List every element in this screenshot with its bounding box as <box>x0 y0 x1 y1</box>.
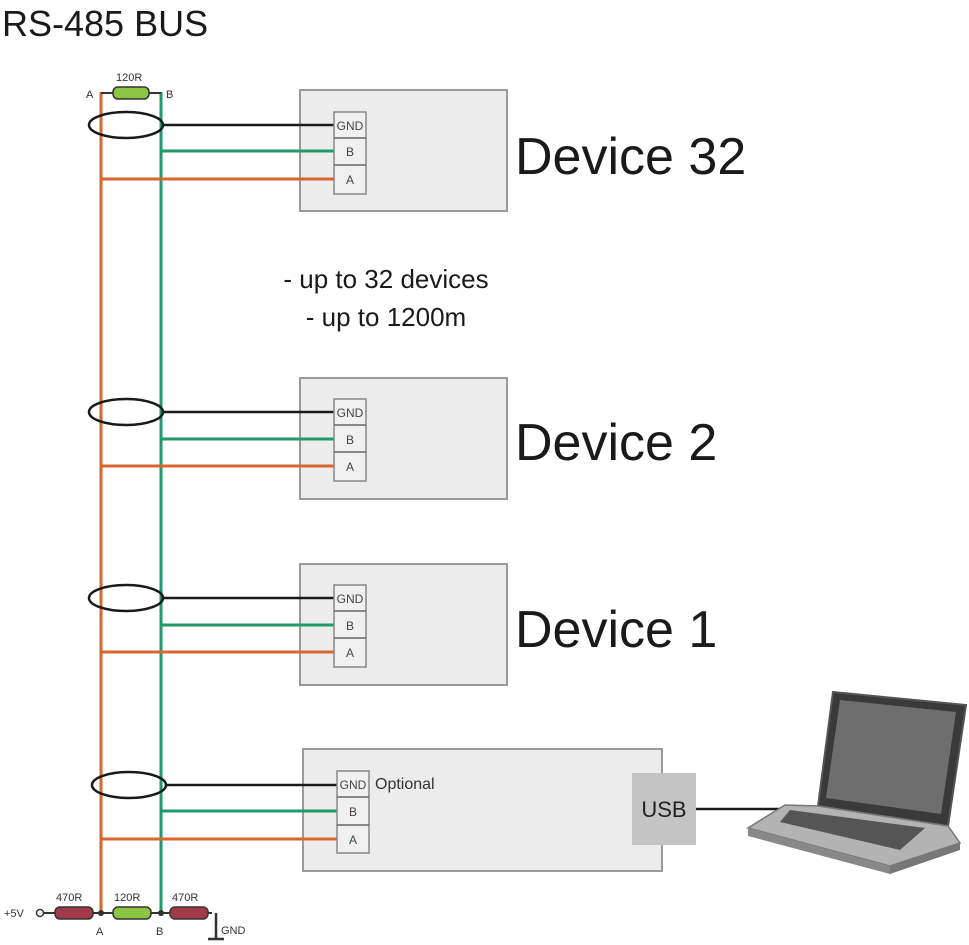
resistor-label-pulldown: 470R <box>172 892 198 904</box>
terminal-a: A <box>349 833 357 847</box>
bias-resistor-pulldown <box>169 906 209 920</box>
node-a <box>98 910 104 916</box>
device-1: GND B A Device 1 <box>87 563 717 686</box>
terminal-block <box>333 398 367 482</box>
terminal-gnd: GND <box>337 119 364 133</box>
node-b <box>158 910 164 916</box>
top-label-a: A <box>86 89 94 101</box>
terminal-a: A <box>346 460 354 474</box>
device-label: Device 2 <box>515 414 717 472</box>
note-max-length: - up to 1200m <box>306 302 466 332</box>
terminal-b: B <box>346 619 354 633</box>
device-2: GND B A Device 2 <box>87 377 717 500</box>
terminal-gnd: GND <box>337 406 364 420</box>
terminal-block <box>333 584 367 668</box>
supply-terminal <box>35 908 45 918</box>
note-max-devices: - up to 32 devices <box>283 264 488 294</box>
top-termination: 120R A B <box>86 72 173 101</box>
terminal-b: B <box>346 145 354 159</box>
device-label: Device 32 <box>515 128 746 186</box>
usb-converter: GND B A Optional USB <box>90 748 784 872</box>
terminal-block <box>333 111 367 195</box>
bias-resistor-pullup <box>54 906 94 920</box>
terminator-resistor-top <box>112 86 150 100</box>
usb-label: USB <box>641 797 686 822</box>
bottom-bias-network: +5V 470R 120R 470R A B GND <box>4 892 246 941</box>
terminal-gnd: GND <box>340 778 367 792</box>
terminal-gnd: GND <box>337 592 364 606</box>
bottom-label-b: B <box>156 926 163 938</box>
terminator-top-label: 120R <box>116 72 142 84</box>
gnd-optional-note: Optional <box>375 776 435 793</box>
top-label-b: B <box>166 89 173 101</box>
terminal-a: A <box>346 646 354 660</box>
bottom-label-a: A <box>96 926 104 938</box>
device-label: Device 1 <box>515 601 717 659</box>
terminal-b: B <box>349 805 357 819</box>
terminal-b: B <box>346 433 354 447</box>
laptop-icon <box>746 690 968 874</box>
diagram-title: RS-485 BUS <box>2 3 208 44</box>
gnd-label: GND <box>221 925 246 937</box>
device-32: GND B A Device 32 <box>87 89 746 212</box>
twisted-pair-shield <box>90 770 168 800</box>
resistor-label-terminator: 120R <box>114 892 140 904</box>
terminal-block <box>336 770 370 854</box>
terminal-a: A <box>346 173 354 187</box>
usb-port <box>632 773 696 845</box>
resistor-label-pullup: 470R <box>56 892 82 904</box>
supply-label: +5V <box>4 908 25 920</box>
terminator-resistor-bottom <box>112 906 152 920</box>
